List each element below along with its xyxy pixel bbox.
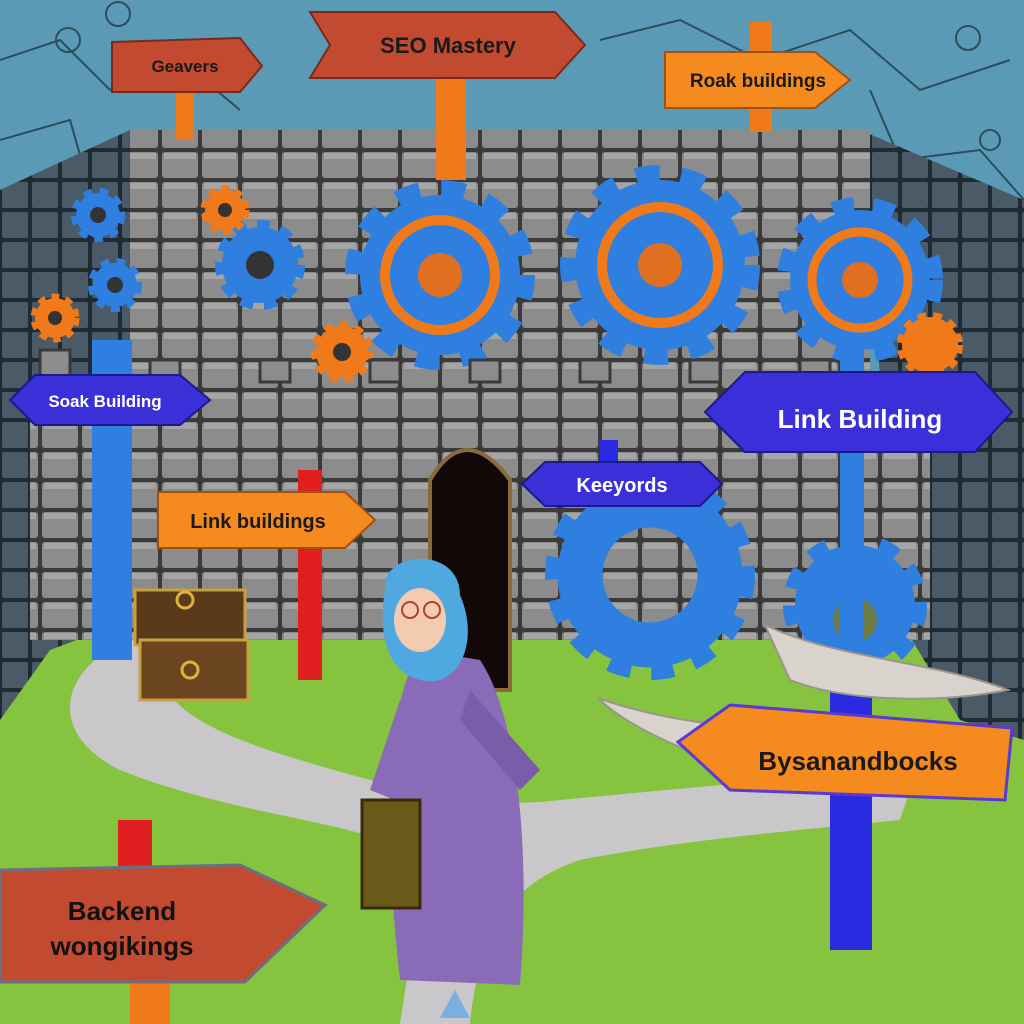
sign-label: Keeyords <box>576 475 667 497</box>
sign-label: Geavers <box>151 57 218 76</box>
gear-icon <box>30 293 80 343</box>
gear-icon <box>200 185 250 235</box>
gear-icon <box>88 258 142 312</box>
sign-label: wongikings <box>50 931 194 961</box>
gear-icon <box>71 188 125 242</box>
gear-icon <box>897 312 963 378</box>
sign-keeyords: Keeyords <box>520 461 724 507</box>
sign-label: Roak buildings <box>690 71 826 92</box>
sign-label: Link Building <box>778 404 943 434</box>
gear-icon <box>311 321 373 383</box>
sign-link-building: Link Building <box>703 371 1014 453</box>
treasure-chest <box>133 588 250 702</box>
sign-label: Link buildings <box>190 511 326 533</box>
gear-icon <box>560 165 760 365</box>
gear-icon <box>345 180 535 370</box>
sign-label: Bysanandbocks <box>758 746 957 776</box>
sign-bysanandbocks: Bysanandbocks <box>675 703 1014 802</box>
woman-character <box>370 558 540 1018</box>
gears-cluster <box>30 165 963 680</box>
gear-icon <box>777 197 943 363</box>
sign-label: SEO Mastery <box>380 33 516 58</box>
sign-roak-buildings: Roak buildings <box>664 51 852 109</box>
sign-backend-wongikings: Backend wongikings <box>0 863 328 984</box>
gear-icon <box>215 220 305 310</box>
sign-soak-building: Soak Building <box>8 374 212 426</box>
sign-geavers: Geavers <box>111 36 264 93</box>
sign-label: Soak Building <box>48 392 161 411</box>
sign-link-buildings: Link buildings <box>157 491 377 549</box>
sign-label: Backend <box>68 896 176 926</box>
briefcase <box>360 798 422 910</box>
sign-seo-mastery: SEO Mastery <box>308 11 587 79</box>
